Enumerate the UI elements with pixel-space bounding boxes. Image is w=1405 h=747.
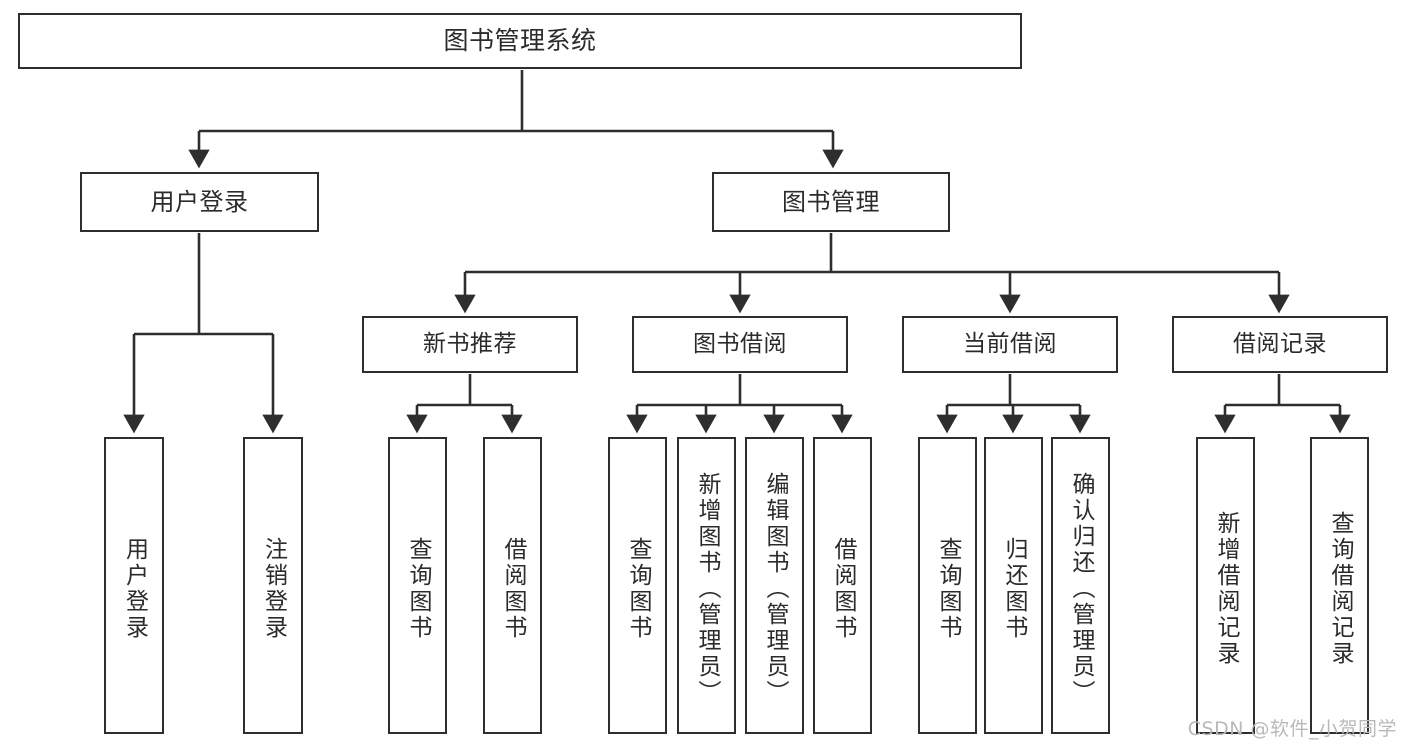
node-label: 查询图书 bbox=[405, 536, 431, 641]
node-label: 查询借阅记录 bbox=[1327, 510, 1353, 667]
node-leaf-return-book[interactable]: 归还图书 bbox=[984, 437, 1043, 734]
node-label: 借阅记录 bbox=[1233, 330, 1327, 357]
node-label: 查询图书 bbox=[625, 536, 651, 641]
node-current-borrow[interactable]: 当前借阅 bbox=[902, 316, 1118, 373]
csdn-watermark: CSDN @软件_小贺同学 bbox=[1187, 718, 1397, 740]
node-label: 当前借阅 bbox=[963, 330, 1057, 357]
node-new-book-recommend[interactable]: 新书推荐 bbox=[362, 316, 578, 373]
node-label: 归还图书 bbox=[1001, 536, 1027, 641]
node-leaf-borrow-book-recommend[interactable]: 借阅图书 bbox=[483, 437, 542, 734]
node-label: 新增图书（管理员） bbox=[694, 471, 720, 706]
node-leaf-borrow-book[interactable]: 借阅图书 bbox=[813, 437, 872, 734]
node-label: 用户登录 bbox=[150, 187, 249, 216]
node-leaf-user-login[interactable]: 用户登录 bbox=[104, 437, 164, 734]
node-label: 新增借阅记录 bbox=[1213, 510, 1239, 667]
node-label: 新书推荐 bbox=[423, 330, 517, 357]
node-leaf-query-borrow-record[interactable]: 查询借阅记录 bbox=[1310, 437, 1369, 734]
node-label: 借阅图书 bbox=[500, 536, 526, 641]
node-label: 借阅图书 bbox=[830, 536, 856, 641]
node-label: 查询图书 bbox=[935, 536, 961, 641]
node-leaf-add-book-admin[interactable]: 新增图书（管理员） bbox=[677, 437, 736, 734]
node-label: 图书管理 bbox=[782, 187, 880, 216]
node-label: 图书借阅 bbox=[693, 330, 787, 357]
node-leaf-add-borrow-record[interactable]: 新增借阅记录 bbox=[1196, 437, 1255, 734]
node-label: 编辑图书（管理员） bbox=[762, 471, 788, 706]
node-label: 注销登录 bbox=[260, 536, 287, 641]
node-leaf-query-book-borrow[interactable]: 查询图书 bbox=[608, 437, 667, 734]
node-label: 确认归还（管理员） bbox=[1068, 471, 1094, 706]
node-borrow-record[interactable]: 借阅记录 bbox=[1172, 316, 1388, 373]
node-label: 用户登录 bbox=[121, 536, 148, 641]
node-book-borrow[interactable]: 图书借阅 bbox=[632, 316, 848, 373]
node-user-login[interactable]: 用户登录 bbox=[80, 172, 319, 232]
node-leaf-confirm-return-admin[interactable]: 确认归还（管理员） bbox=[1051, 437, 1110, 734]
node-leaf-logout-login[interactable]: 注销登录 bbox=[243, 437, 303, 734]
node-leaf-query-book-recommend[interactable]: 查询图书 bbox=[388, 437, 447, 734]
node-leaf-query-book-current[interactable]: 查询图书 bbox=[918, 437, 977, 734]
node-root-book-management-system[interactable]: 图书管理系统 bbox=[18, 13, 1022, 69]
node-label: 图书管理系统 bbox=[443, 26, 597, 56]
node-leaf-edit-book-admin[interactable]: 编辑图书（管理员） bbox=[745, 437, 804, 734]
node-book-management[interactable]: 图书管理 bbox=[712, 172, 950, 232]
